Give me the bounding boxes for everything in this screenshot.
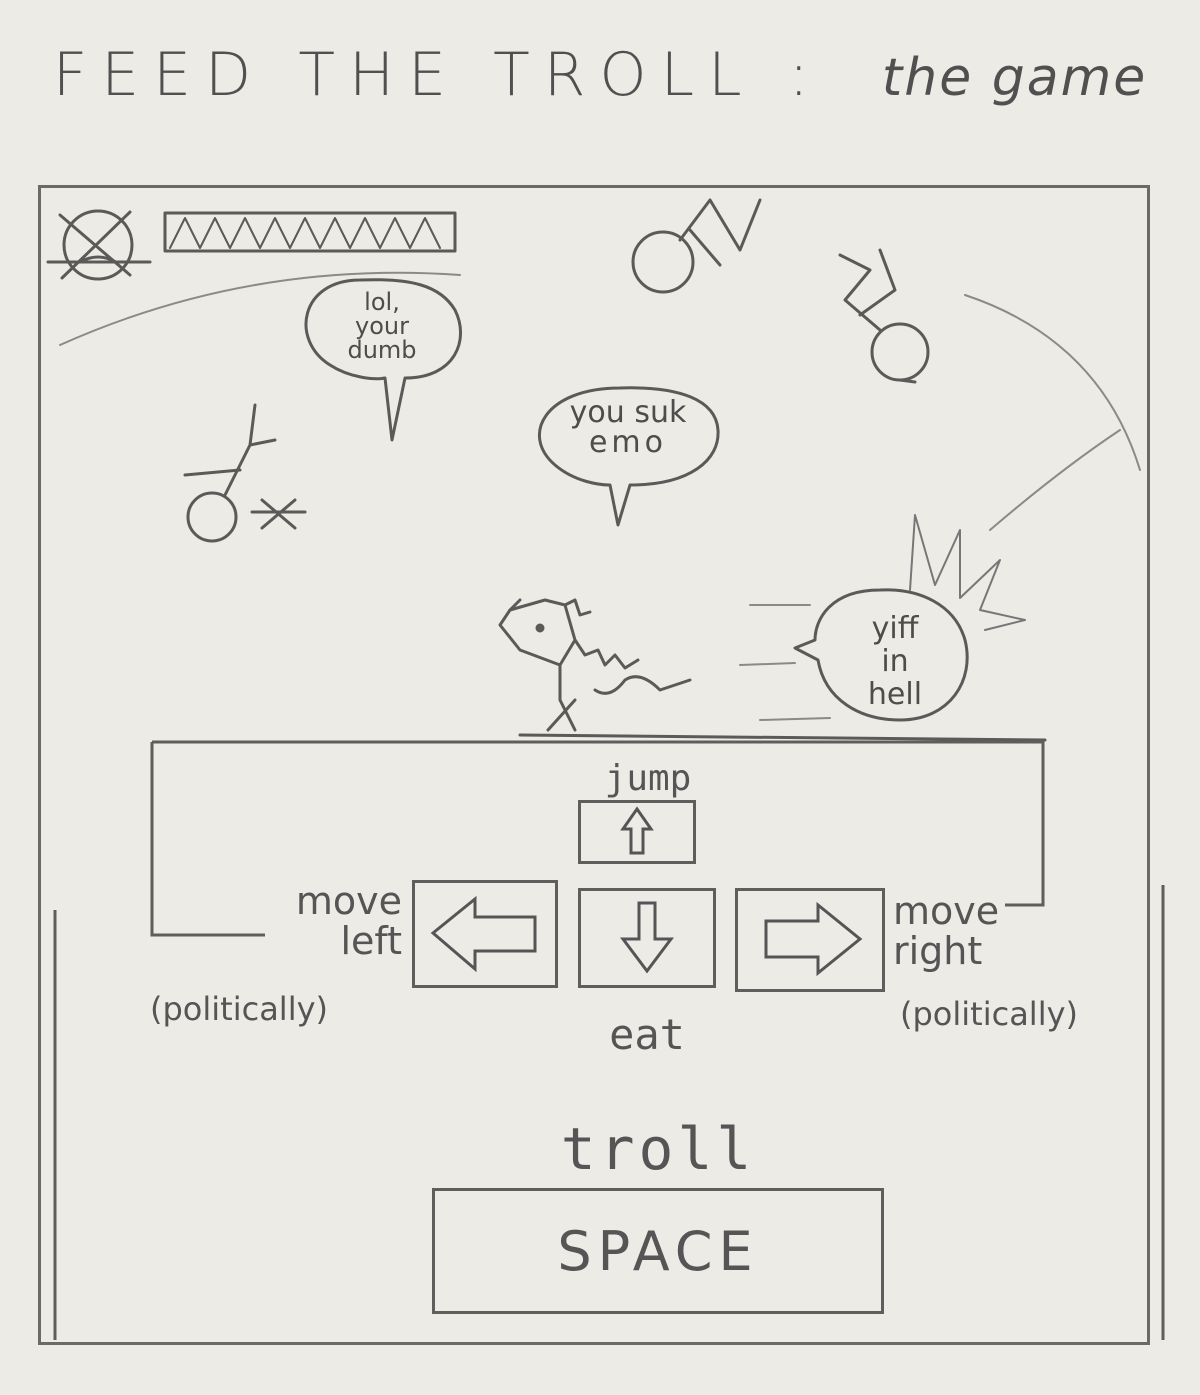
arrow-down-icon: [620, 901, 674, 974]
move-left-label: move left: [282, 879, 402, 963]
jump-key[interactable]: [578, 800, 696, 864]
speech-bubble-lol: lol, your dumb: [322, 290, 442, 362]
move-right-note: (politically): [900, 995, 1078, 1033]
space-key[interactable]: SPACE: [432, 1188, 884, 1314]
move-right-key[interactable]: [735, 888, 885, 992]
title-main: FEED THE TROLL :: [52, 40, 823, 110]
angry-face-icon: [46, 209, 152, 281]
bubble-line: emo: [588, 425, 668, 460]
game-screen: [38, 185, 1150, 1345]
eat-key[interactable]: [578, 888, 716, 988]
jump-label: jump: [604, 758, 692, 799]
bubble-line: dumb: [347, 336, 417, 364]
bubble-line: yiff: [871, 611, 919, 646]
speech-bubble-yiff: yiff in hell: [840, 612, 950, 711]
troll-label: troll: [560, 1115, 756, 1183]
move-left-key[interactable]: [412, 880, 558, 988]
flying-stickman-2: [838, 248, 930, 384]
game-title: FEED THE TROLL : the game: [0, 40, 1200, 110]
bubble-line: you suk: [569, 395, 687, 430]
move-left-note: (politically): [150, 990, 328, 1028]
eat-label: eat: [609, 1010, 685, 1059]
move-right-label: move right: [893, 889, 1000, 973]
bubble-line: lol,: [364, 288, 400, 316]
health-bar: [163, 211, 457, 253]
label-line: move: [893, 889, 1000, 933]
bubble-line: your: [355, 312, 409, 340]
bubble-line: in: [881, 644, 909, 679]
bubble-line: hell: [867, 677, 923, 712]
arrow-right-icon: [764, 901, 863, 977]
arrow-up-icon: [620, 806, 654, 855]
label-line: left: [340, 918, 402, 963]
speech-bubble-suk: you suk emo: [548, 398, 708, 458]
label-line: move: [295, 879, 402, 923]
flying-stickman-1: [631, 198, 762, 294]
fallen-stickman: [183, 403, 307, 543]
label-line: right: [893, 928, 983, 973]
arrow-left-icon: [430, 895, 537, 973]
troll-character: [498, 598, 1047, 742]
title-sub: the game: [881, 48, 1148, 108]
